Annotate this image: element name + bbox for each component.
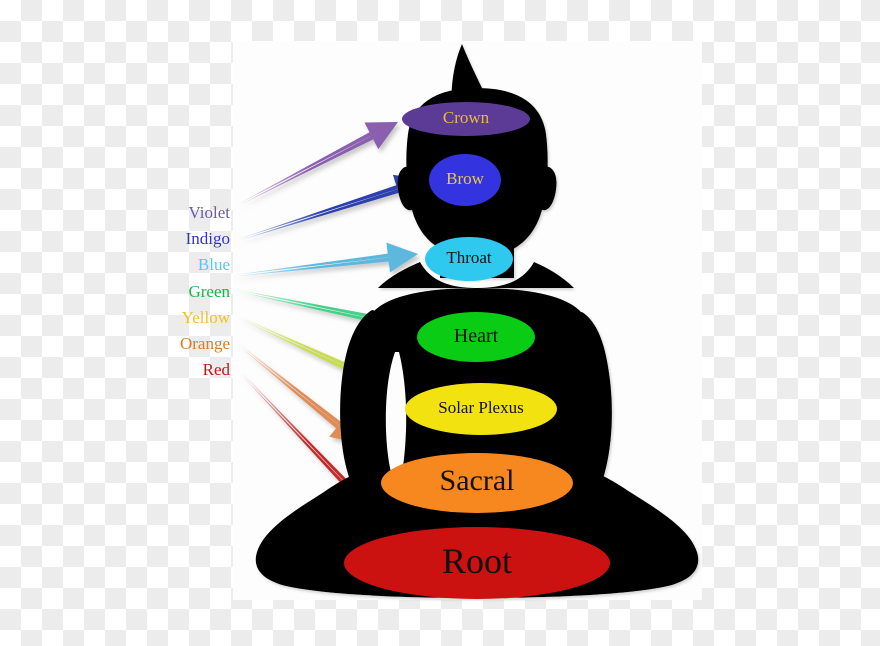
legend-item-indigo: Indigo bbox=[185, 229, 230, 249]
artwork-background bbox=[233, 41, 702, 600]
legend-item-violet: Violet bbox=[188, 203, 230, 222]
legend-item-blue: Blue bbox=[197, 255, 230, 275]
legend-item-yellow: Yellow bbox=[181, 307, 230, 327]
legend-item-orange: Orange bbox=[179, 334, 230, 354]
legend-item-green: Green bbox=[188, 281, 230, 301]
legend-item-red: Red bbox=[202, 360, 230, 380]
